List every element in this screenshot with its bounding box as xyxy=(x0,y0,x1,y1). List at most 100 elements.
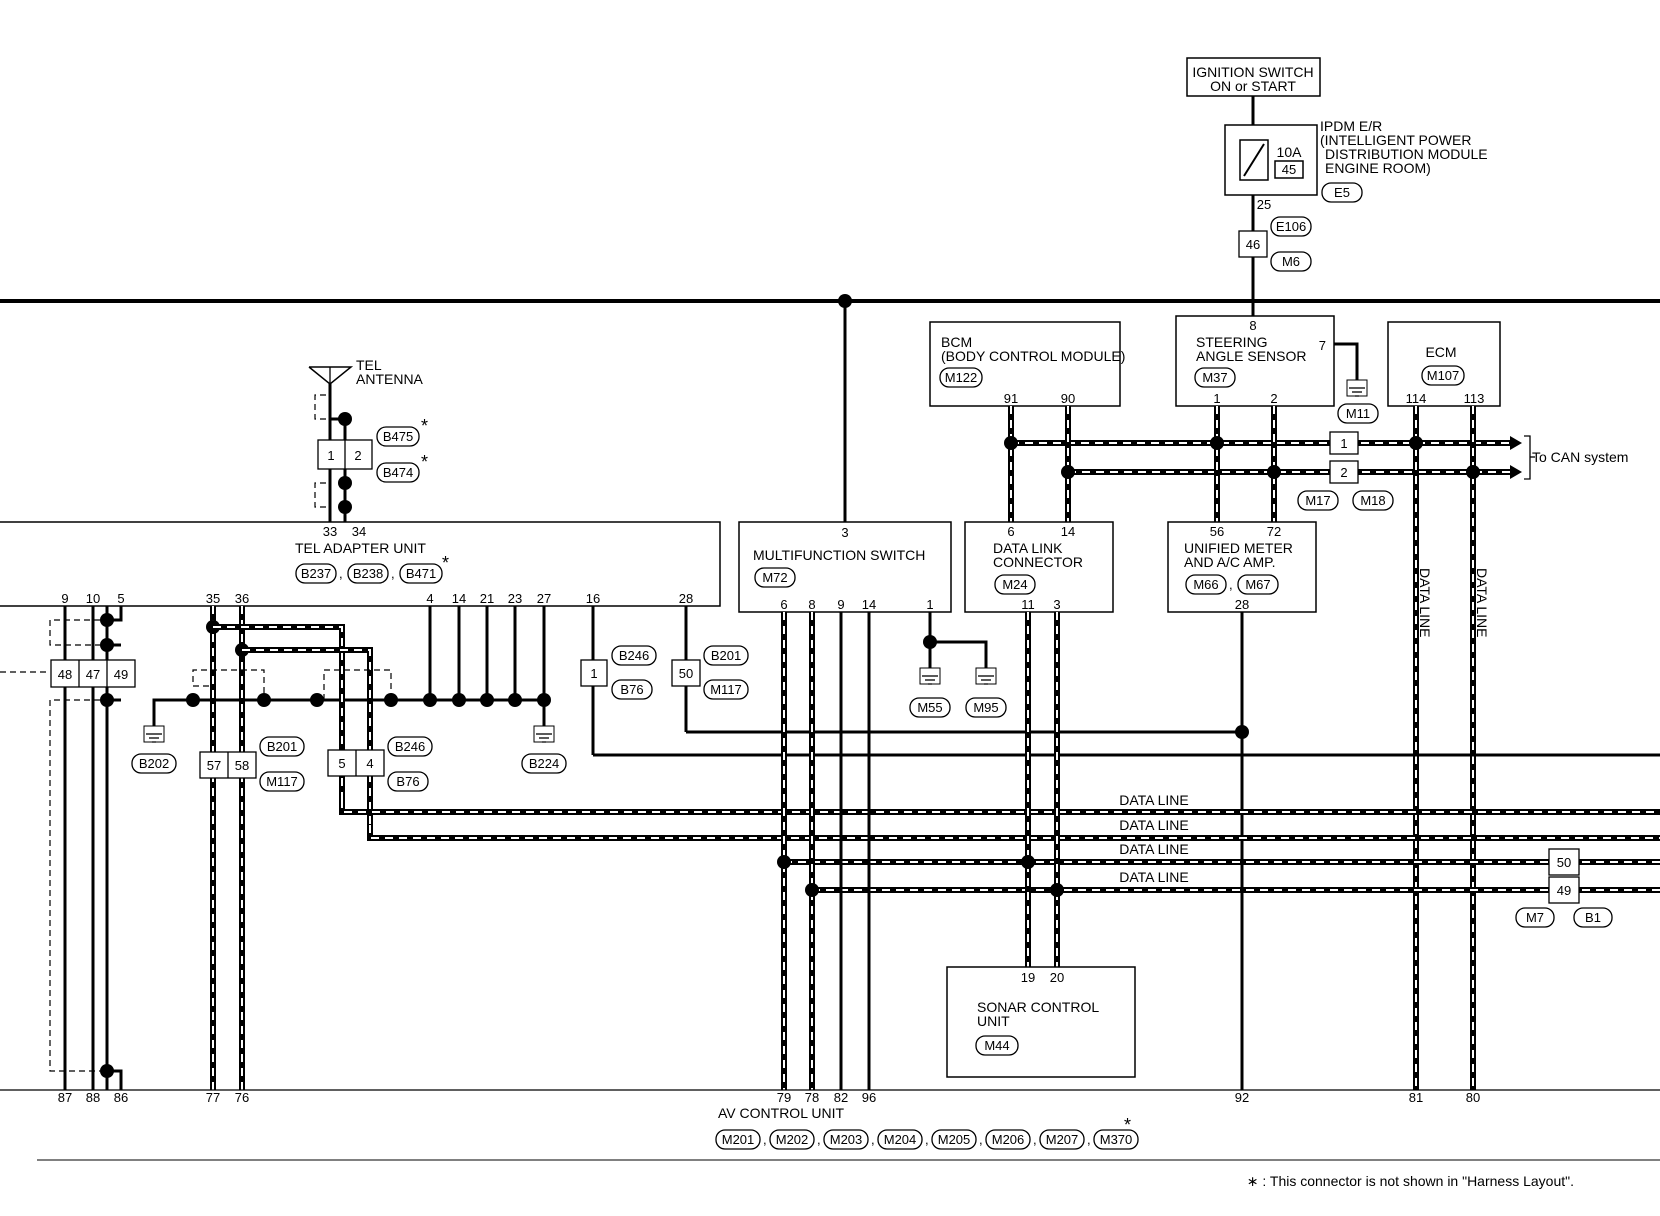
dlc-line1: DATA LINK xyxy=(993,540,1063,556)
joint-50: 50 B201 M117 xyxy=(671,645,749,700)
joint-pin-48: 48 xyxy=(58,667,72,682)
dlc-connector: M24 xyxy=(1002,577,1027,592)
ipdm-connector: E5 xyxy=(1334,185,1350,200)
tel-pin-23: 23 xyxy=(508,591,522,606)
bcm-module: BCM (BODY CONTROL MODULE) M122 91 90 xyxy=(929,321,1125,407)
ecm-pin-a: 114 xyxy=(1406,391,1427,406)
joint-e106-pin: 46 xyxy=(1246,237,1260,252)
can-system-label: To CAN system xyxy=(1532,449,1628,465)
bcm-connector: M122 xyxy=(945,370,978,385)
b474-label: B474 xyxy=(383,465,413,480)
tel-pin-4: 4 xyxy=(426,591,433,606)
m203-label: M203 xyxy=(830,1132,863,1147)
mfs-pin-14: 14 xyxy=(862,597,876,612)
ground-symbol-m55: M55 xyxy=(909,667,951,718)
av-comma-2: , xyxy=(817,1132,821,1147)
ignition-line1: IGNITION SWITCH xyxy=(1192,64,1313,80)
data-link-connector: 6 14 DATA LINK CONNECTOR M24 11 3 xyxy=(964,521,1114,613)
m7-label: M7 xyxy=(1526,910,1544,925)
meter-line2: AND A/C AMP. xyxy=(1184,554,1276,570)
ecm-module: ECM M107 114 113 xyxy=(1387,321,1501,407)
steering-connector: M37 xyxy=(1202,370,1227,385)
can-lines: 1 2 To CAN system M17 M18 xyxy=(1011,431,1628,511)
tel-adapter-pins: 9 10 5 35 36 4 14 21 23 27 16 28 xyxy=(61,591,693,606)
ground-b224-label: B224 xyxy=(529,756,559,771)
dlc-pin-6: 6 xyxy=(1007,524,1014,539)
sonar-pin-19: 19 xyxy=(1021,970,1035,985)
m117-label-b: M117 xyxy=(710,682,742,697)
av-pin-86: 86 xyxy=(114,1090,128,1105)
antenna-pin2: 2 xyxy=(354,448,361,463)
comma-2: , xyxy=(391,566,395,581)
m201-label: M201 xyxy=(722,1132,755,1147)
m66-label: M66 xyxy=(1193,577,1218,592)
ecm-pin-b: 113 xyxy=(1464,391,1485,406)
steering-pin-a: 1 xyxy=(1213,391,1220,406)
data-line-2: DATA LINE xyxy=(1119,817,1189,833)
meter-pin-72: 72 xyxy=(1267,524,1281,539)
b238-label: B238 xyxy=(353,566,383,581)
m206-label: M206 xyxy=(992,1132,1025,1147)
tel-pin-14: 14 xyxy=(452,591,466,606)
av-comma-7: , xyxy=(1087,1132,1091,1147)
bcm-line2: (BODY CONTROL MODULE) xyxy=(941,348,1125,364)
tel-pin-35: 35 xyxy=(206,591,220,606)
sonar-line1: SONAR CONTROL xyxy=(977,999,1099,1015)
joint-5-4: 5 4 B246 B76 xyxy=(327,736,433,792)
joint-pin-58: 58 xyxy=(235,758,249,773)
dlc-pin-11: 11 xyxy=(1021,597,1035,612)
steering-pin-gnd: 7 xyxy=(1319,338,1326,353)
ground-m95-label: M95 xyxy=(973,700,998,715)
av-pin-80: 80 xyxy=(1466,1090,1480,1105)
meter-line1: UNIFIED METER xyxy=(1184,540,1293,556)
can-taps xyxy=(1004,406,1480,1090)
tel-pin-36: 36 xyxy=(235,591,249,606)
m207-label: M207 xyxy=(1046,1132,1079,1147)
sonar-connector: M44 xyxy=(984,1038,1009,1053)
ignition-line2: ON or START xyxy=(1210,78,1296,94)
can-pin2: 2 xyxy=(1340,465,1347,480)
b237-label: B237 xyxy=(301,566,331,581)
av-comma-6: , xyxy=(1033,1132,1037,1147)
joint50-pin: 50 xyxy=(679,666,693,681)
sonar-control-unit: 19 20 SONAR CONTROL UNIT M44 xyxy=(946,966,1136,1078)
joint-pin-57: 57 xyxy=(207,758,221,773)
antenna-pin1: 1 xyxy=(327,448,334,463)
ecm-title: ECM xyxy=(1425,344,1456,360)
av-pin-77: 77 xyxy=(206,1090,220,1105)
ipdm-line3: DISTRIBUTION MODULE xyxy=(1325,146,1488,162)
mfs-pin-1: 1 xyxy=(926,597,933,612)
av-pin-79: 79 xyxy=(777,1090,791,1105)
dlc-pin-3: 3 xyxy=(1053,597,1060,612)
steering-line2: ANGLE SENSOR xyxy=(1196,348,1306,364)
fuse-rating: 10A xyxy=(1277,144,1303,160)
star-b475: * xyxy=(421,416,428,436)
joint-m7-b1: 50 49 M7 B1 xyxy=(1515,848,1613,928)
unified-meter: 56 72 UNIFIED METER AND A/C AMP. M66 , M… xyxy=(1167,521,1317,613)
joint-e106 xyxy=(1238,230,1268,258)
data-line-4: DATA LINE xyxy=(1119,869,1189,885)
tel-pin-16: 16 xyxy=(586,591,600,606)
sonar-line2: UNIT xyxy=(977,1013,1010,1029)
av-pin-96: 96 xyxy=(862,1090,876,1105)
av-comma-4: , xyxy=(925,1132,929,1147)
joint-1: 1 B246 B76 xyxy=(580,645,657,700)
jm7-pin-49: 49 xyxy=(1557,883,1571,898)
ipdm-line1: IPDM E/R xyxy=(1320,118,1382,134)
ipdm-module: 10A 45 IPDM E/R (INTELLIGENT POWER DISTR… xyxy=(1224,118,1488,212)
m117-label-a: M117 xyxy=(266,774,298,789)
av-pin-92: 92 xyxy=(1235,1090,1249,1105)
tel-pin-21: 21 xyxy=(480,591,494,606)
ground-b202-label: B202 xyxy=(139,756,169,771)
joint-pin-4: 4 xyxy=(366,756,373,771)
ground-m11-label: M11 xyxy=(1346,406,1370,421)
joint1-pin: 1 xyxy=(590,666,597,681)
data-line-1: DATA LINE xyxy=(1119,792,1189,808)
ipdm-line2: (INTELLIGENT POWER xyxy=(1320,132,1471,148)
mfs-pin-3: 3 xyxy=(841,525,848,540)
ipdm-line4: ENGINE ROOM) xyxy=(1325,160,1431,176)
tel-pin-5: 5 xyxy=(117,591,124,606)
multifunction-switch: 3 MULTIFUNCTION SWITCH M72 6 8 9 14 1 xyxy=(738,521,952,613)
av-pin-87: 87 xyxy=(58,1090,72,1105)
